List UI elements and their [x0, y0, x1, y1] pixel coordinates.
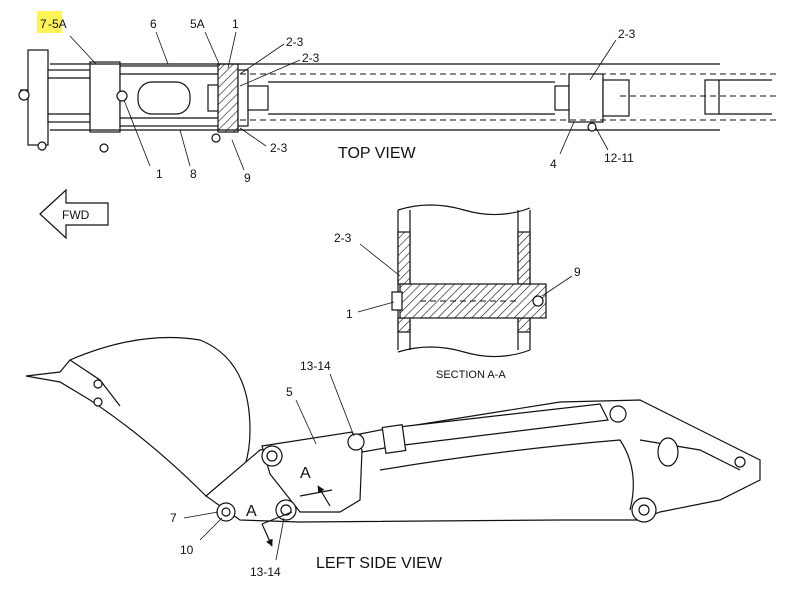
section-title: SECTION A-A — [436, 369, 506, 381]
callout-6: 6 — [150, 17, 157, 31]
top-view-title: TOP VIEW — [338, 145, 417, 162]
callout-2-3-right: 2-3 — [618, 27, 636, 41]
side-callout-a-lower: A — [246, 503, 257, 520]
highlight-marker — [37, 11, 62, 33]
callout-2-3-b: 2-3 — [302, 51, 320, 65]
side-callout-7: 7 — [170, 511, 177, 525]
callout-9: 9 — [244, 171, 251, 185]
callout-5a-left: -5A — [48, 17, 67, 31]
side-view-labels: 13-14 5 A A 7 10 13-14 LEFT SIDE VIEW — [170, 359, 443, 579]
section-callout-9: 9 — [574, 265, 581, 279]
section-view-labels: 2-3 9 1 SECTION A-A — [334, 231, 581, 381]
section-view-drawing — [391, 204, 547, 358]
side-view-leaders — [183, 373, 355, 561]
callout-1-lower: 1 — [156, 167, 163, 181]
side-view-title: LEFT SIDE VIEW — [316, 555, 443, 572]
callout-2-3-a: 2-3 — [286, 35, 304, 49]
callout-2-3-c: 2-3 — [270, 141, 288, 155]
section-view-leaders — [357, 243, 573, 313]
section-callout-1: 1 — [346, 307, 353, 321]
fwd-arrow: FWD — [39, 188, 109, 240]
side-view-drawing — [25, 336, 761, 547]
top-view-drawing — [18, 49, 780, 153]
top-view-labels: 7 -5A 6 5A 1 2-3 2-3 2-3 1 8 9 2-3 4 12-… — [40, 17, 636, 185]
top-view-leaders — [69, 31, 617, 171]
callout-8: 8 — [190, 167, 197, 181]
callout-12-11: 12-11 — [604, 151, 634, 165]
callout-5a: 5A — [190, 17, 205, 31]
fwd-label: FWD — [62, 208, 90, 222]
callout-4: 4 — [550, 157, 557, 171]
callout-1-upper: 1 — [232, 17, 239, 31]
side-callout-5: 5 — [286, 385, 293, 399]
section-callout-2-3: 2-3 — [334, 231, 352, 245]
callout-7: 7 — [40, 17, 47, 31]
side-callout-13-14-bottom: 13-14 — [250, 565, 281, 579]
side-callout-13-14-top: 13-14 — [300, 359, 331, 373]
side-callout-10: 10 — [180, 543, 194, 557]
side-callout-a-upper: A — [300, 465, 311, 482]
